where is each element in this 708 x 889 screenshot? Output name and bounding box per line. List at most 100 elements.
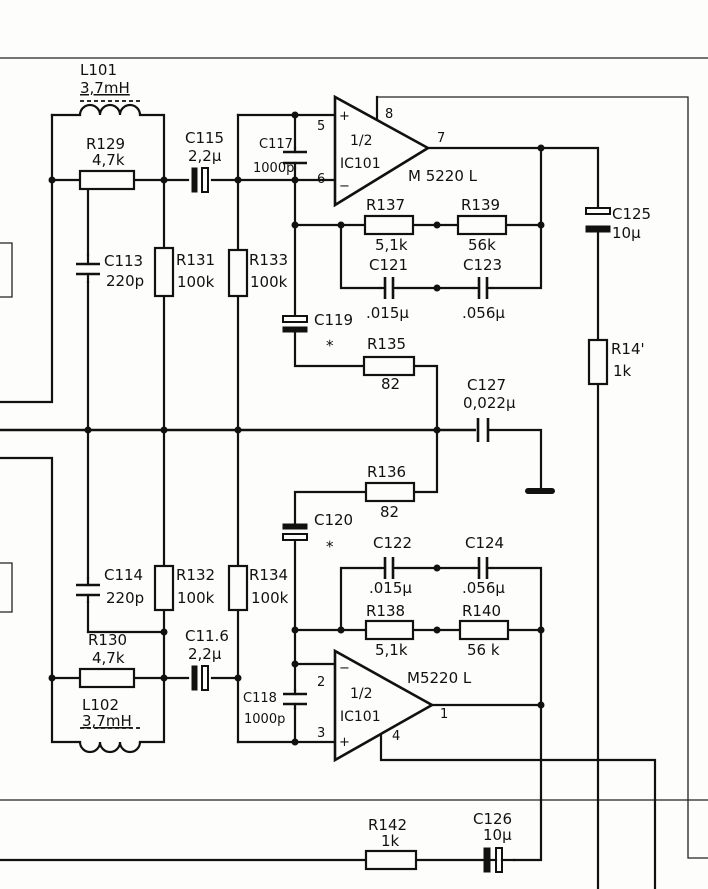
capacitor-c119 xyxy=(282,315,308,333)
r131-value-label: 100k xyxy=(177,273,215,291)
resistor-r137 xyxy=(363,214,415,236)
c124-ref-label: C124 xyxy=(465,534,504,552)
resistor-r131 xyxy=(153,246,175,298)
c124-value-label: .056µ xyxy=(462,579,505,597)
r130-ref-label: R130 xyxy=(88,631,127,649)
r139-ref-label: R139 xyxy=(461,196,500,214)
ic-top-part-label: M 5220 L xyxy=(408,167,478,185)
ic-top-half-label: 1/2 xyxy=(350,133,373,149)
c125-value-label: 10µ xyxy=(612,224,641,242)
wires-bottom xyxy=(0,428,657,889)
c119-ref-label: C119 xyxy=(314,311,353,329)
r137-value-label: 5,1k xyxy=(375,236,408,254)
r135-ref-label: R135 xyxy=(367,335,406,353)
r135-value-label: 82 xyxy=(381,375,400,393)
capacitor-c114 xyxy=(76,576,100,604)
wires-top xyxy=(0,95,600,889)
r134-value-label: 100k xyxy=(251,589,289,607)
c123-ref-label: C123 xyxy=(463,256,502,274)
c120-ref-label: C120 xyxy=(314,511,353,529)
ic-bottom-half-label: 1/2 xyxy=(350,686,373,702)
c127-ref-label: C127 xyxy=(467,376,506,394)
ic-top-sign-minus: − xyxy=(339,179,350,194)
junction-dots xyxy=(48,111,545,746)
c116-ref-label: C11.6 xyxy=(185,627,229,645)
ic-top-pin-minus: 6 xyxy=(317,172,325,187)
c113-ref-label: C113 xyxy=(104,252,143,270)
r132-value-label: 100k xyxy=(177,589,215,607)
ic-bottom-sign-plus: + xyxy=(339,735,350,750)
c121-value-label: .015µ xyxy=(366,304,409,322)
c119-value-label: ⁎ xyxy=(326,332,334,350)
c125-ref-label: C125 xyxy=(612,205,651,223)
capacitor-c121 xyxy=(378,277,400,299)
capacitor-c125 xyxy=(585,207,611,233)
c115-ref-label: C115 xyxy=(185,129,224,147)
capacitor-c117 xyxy=(283,146,307,170)
c114-ref-label: C114 xyxy=(104,566,143,584)
c122-value-label: .015µ xyxy=(369,579,412,597)
c113-value-label: 220p xyxy=(106,272,144,290)
r131-ref-label: R131 xyxy=(176,251,215,269)
ic-top-ref-label: IC101 xyxy=(340,156,381,172)
c127-value-label: 0,022µ xyxy=(463,394,516,412)
resistor-r136 xyxy=(364,481,416,503)
l102-ref-label: L102 xyxy=(82,696,119,714)
l101-value-label: 3,7mH xyxy=(80,79,130,97)
r139-value-label: 56k xyxy=(468,236,496,254)
resistor-r129 xyxy=(78,169,136,191)
ic-top-pin-out: 7 xyxy=(437,131,445,146)
capacitor-c113 xyxy=(76,253,100,284)
c126-ref-label: C126 xyxy=(473,810,512,828)
capacitor-c126 xyxy=(483,847,516,873)
resistor-r130 xyxy=(78,667,136,689)
resistor-r139 xyxy=(456,214,508,236)
c116-value-label: 2,2µ xyxy=(188,645,222,663)
c115-value-label: 2,2µ xyxy=(188,147,222,165)
capacitor-c127 xyxy=(476,418,490,442)
capacitor-c123 xyxy=(472,277,494,299)
r138-ref-label: R138 xyxy=(366,602,405,620)
c122-ref-label: C122 xyxy=(373,534,412,552)
ic-bottom-part-label: M5220 L xyxy=(407,669,472,687)
resistor-r134 xyxy=(227,564,249,612)
opamp-ic101-bottom xyxy=(333,648,435,763)
inductor-l101 xyxy=(78,100,142,116)
l101-ref-label: L101 xyxy=(80,61,117,79)
r141-value-label: 1k xyxy=(613,362,632,380)
capacitor-c118 xyxy=(283,688,307,710)
inductor-l102 xyxy=(78,727,142,754)
r133-value-label: 100k xyxy=(250,273,288,291)
r134-ref-label: R134 xyxy=(249,566,288,584)
r136-ref-label: R136 xyxy=(367,463,406,481)
resistor-r142 xyxy=(364,849,418,871)
resistor-r132 xyxy=(153,564,175,612)
r133-ref-label: R133 xyxy=(249,251,288,269)
resistor-r140 xyxy=(458,619,510,641)
r140-value-label: 56 k xyxy=(467,641,500,659)
c117-value-label: 1000p xyxy=(253,161,294,176)
ic-top-pin-plus: 5 xyxy=(317,119,325,134)
r129-ref-label: R129 xyxy=(86,135,125,153)
c121-ref-label: C121 xyxy=(369,256,408,274)
frame-lines xyxy=(0,57,708,859)
ic-bottom-pin-out: 1 xyxy=(440,707,448,722)
ic-top-pin-supply: 8 xyxy=(385,107,393,122)
r137-ref-label: R137 xyxy=(366,196,405,214)
r132-ref-label: R132 xyxy=(176,566,215,584)
opamp-ic101-top xyxy=(333,94,431,208)
c114-value-label: 220p xyxy=(106,589,144,607)
c120-value-label: ⁎ xyxy=(326,533,334,551)
capacitor-c124 xyxy=(472,557,494,579)
ic-bottom-pin-minus: 2 xyxy=(317,675,325,690)
c118-value-label: 1000p xyxy=(244,712,285,727)
resistor-r141 xyxy=(587,338,609,386)
ic-bottom-pin-plus: 3 xyxy=(317,726,325,741)
resistor-r135 xyxy=(362,355,416,377)
r141-ref-label: R14' xyxy=(611,340,645,358)
capacitor-c115 xyxy=(191,167,209,193)
wires-center xyxy=(0,428,555,494)
resistor-r133 xyxy=(227,248,249,298)
resistor-r138 xyxy=(364,619,415,641)
